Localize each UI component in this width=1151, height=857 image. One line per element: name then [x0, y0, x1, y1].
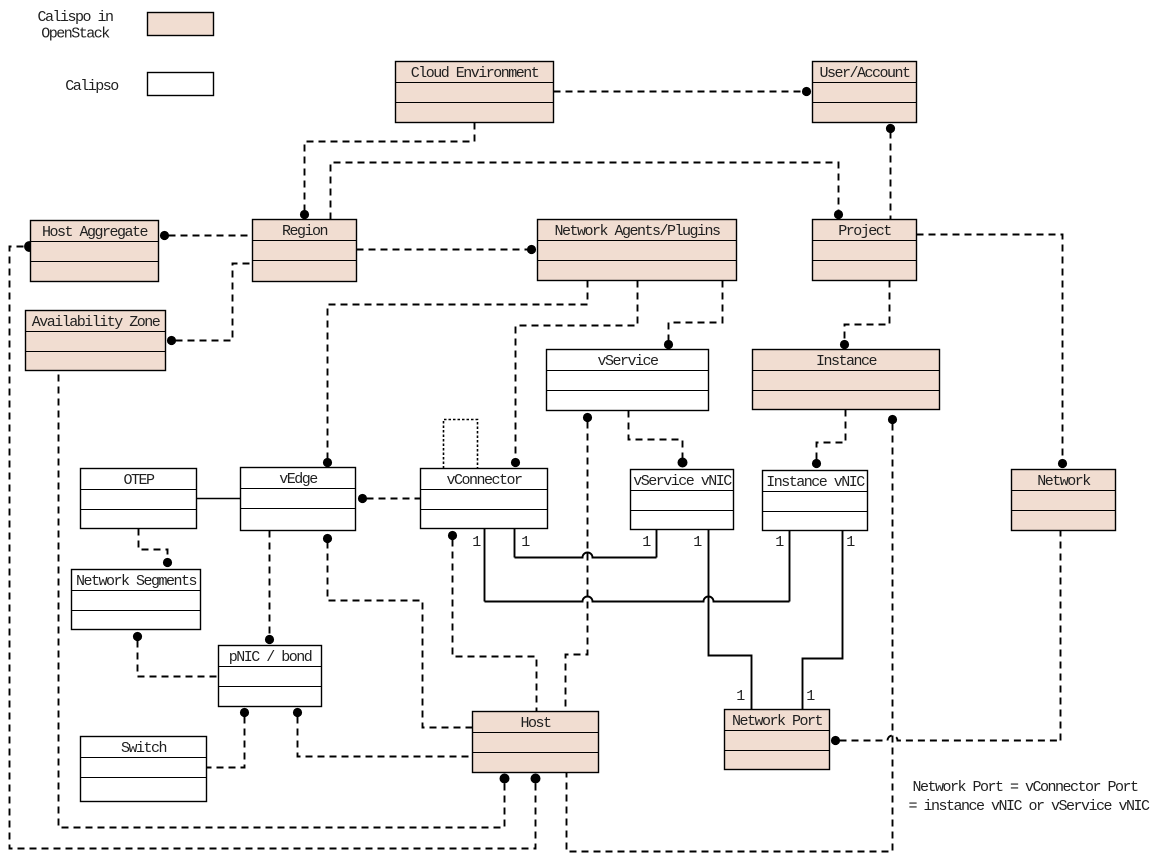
svg-text:1: 1 — [846, 534, 855, 551]
svg-text:Calipso: Calipso — [65, 78, 119, 95]
svg-text:Network Port = vConnector Port: Network Port = vConnector Port — [912, 779, 1138, 796]
svg-text:Switch: Switch — [121, 740, 167, 757]
svg-text:Network Segments: Network Segments — [76, 573, 197, 590]
svg-text:1: 1 — [693, 534, 702, 551]
svg-text:OpenStack: OpenStack — [41, 26, 110, 43]
svg-text:OTEP: OTEP — [123, 472, 155, 489]
svg-text:Calispo in: Calispo in — [37, 9, 113, 26]
svg-text:1: 1 — [521, 534, 530, 551]
svg-text:1: 1 — [806, 688, 815, 705]
svg-text:Host: Host — [520, 715, 551, 732]
svg-text:Project: Project — [838, 223, 891, 240]
svg-text:vConnector: vConnector — [446, 472, 522, 489]
svg-text:1: 1 — [736, 688, 745, 705]
svg-text:Network Port: Network Port — [732, 713, 823, 730]
svg-text:Network Agents/Plugins: Network Agents/Plugins — [554, 223, 720, 240]
svg-text:1: 1 — [472, 534, 481, 551]
svg-text:Availability Zone: Availability Zone — [32, 314, 161, 331]
svg-text:Instance: Instance — [816, 353, 878, 370]
svg-text:vService: vService — [597, 353, 659, 370]
svg-text:= instance vNIC or vService vN: = instance vNIC or vService vNIC — [908, 798, 1150, 815]
svg-text:vService vNIC: vService vNIC — [633, 473, 732, 490]
svg-text:pNIC / bond: pNIC / bond — [229, 649, 312, 666]
svg-text:Instance vNIC: Instance vNIC — [766, 474, 865, 491]
svg-text:Host Aggregate: Host Aggregate — [42, 224, 149, 241]
svg-text:1: 1 — [642, 534, 651, 551]
svg-text:Network: Network — [1037, 473, 1091, 490]
svg-text:1: 1 — [775, 534, 784, 551]
svg-text:User/Account: User/Account — [819, 65, 910, 82]
svg-text:Region: Region — [282, 223, 328, 240]
svg-text:vEdge: vEdge — [279, 471, 318, 488]
svg-text:Cloud Environment: Cloud Environment — [411, 65, 539, 82]
